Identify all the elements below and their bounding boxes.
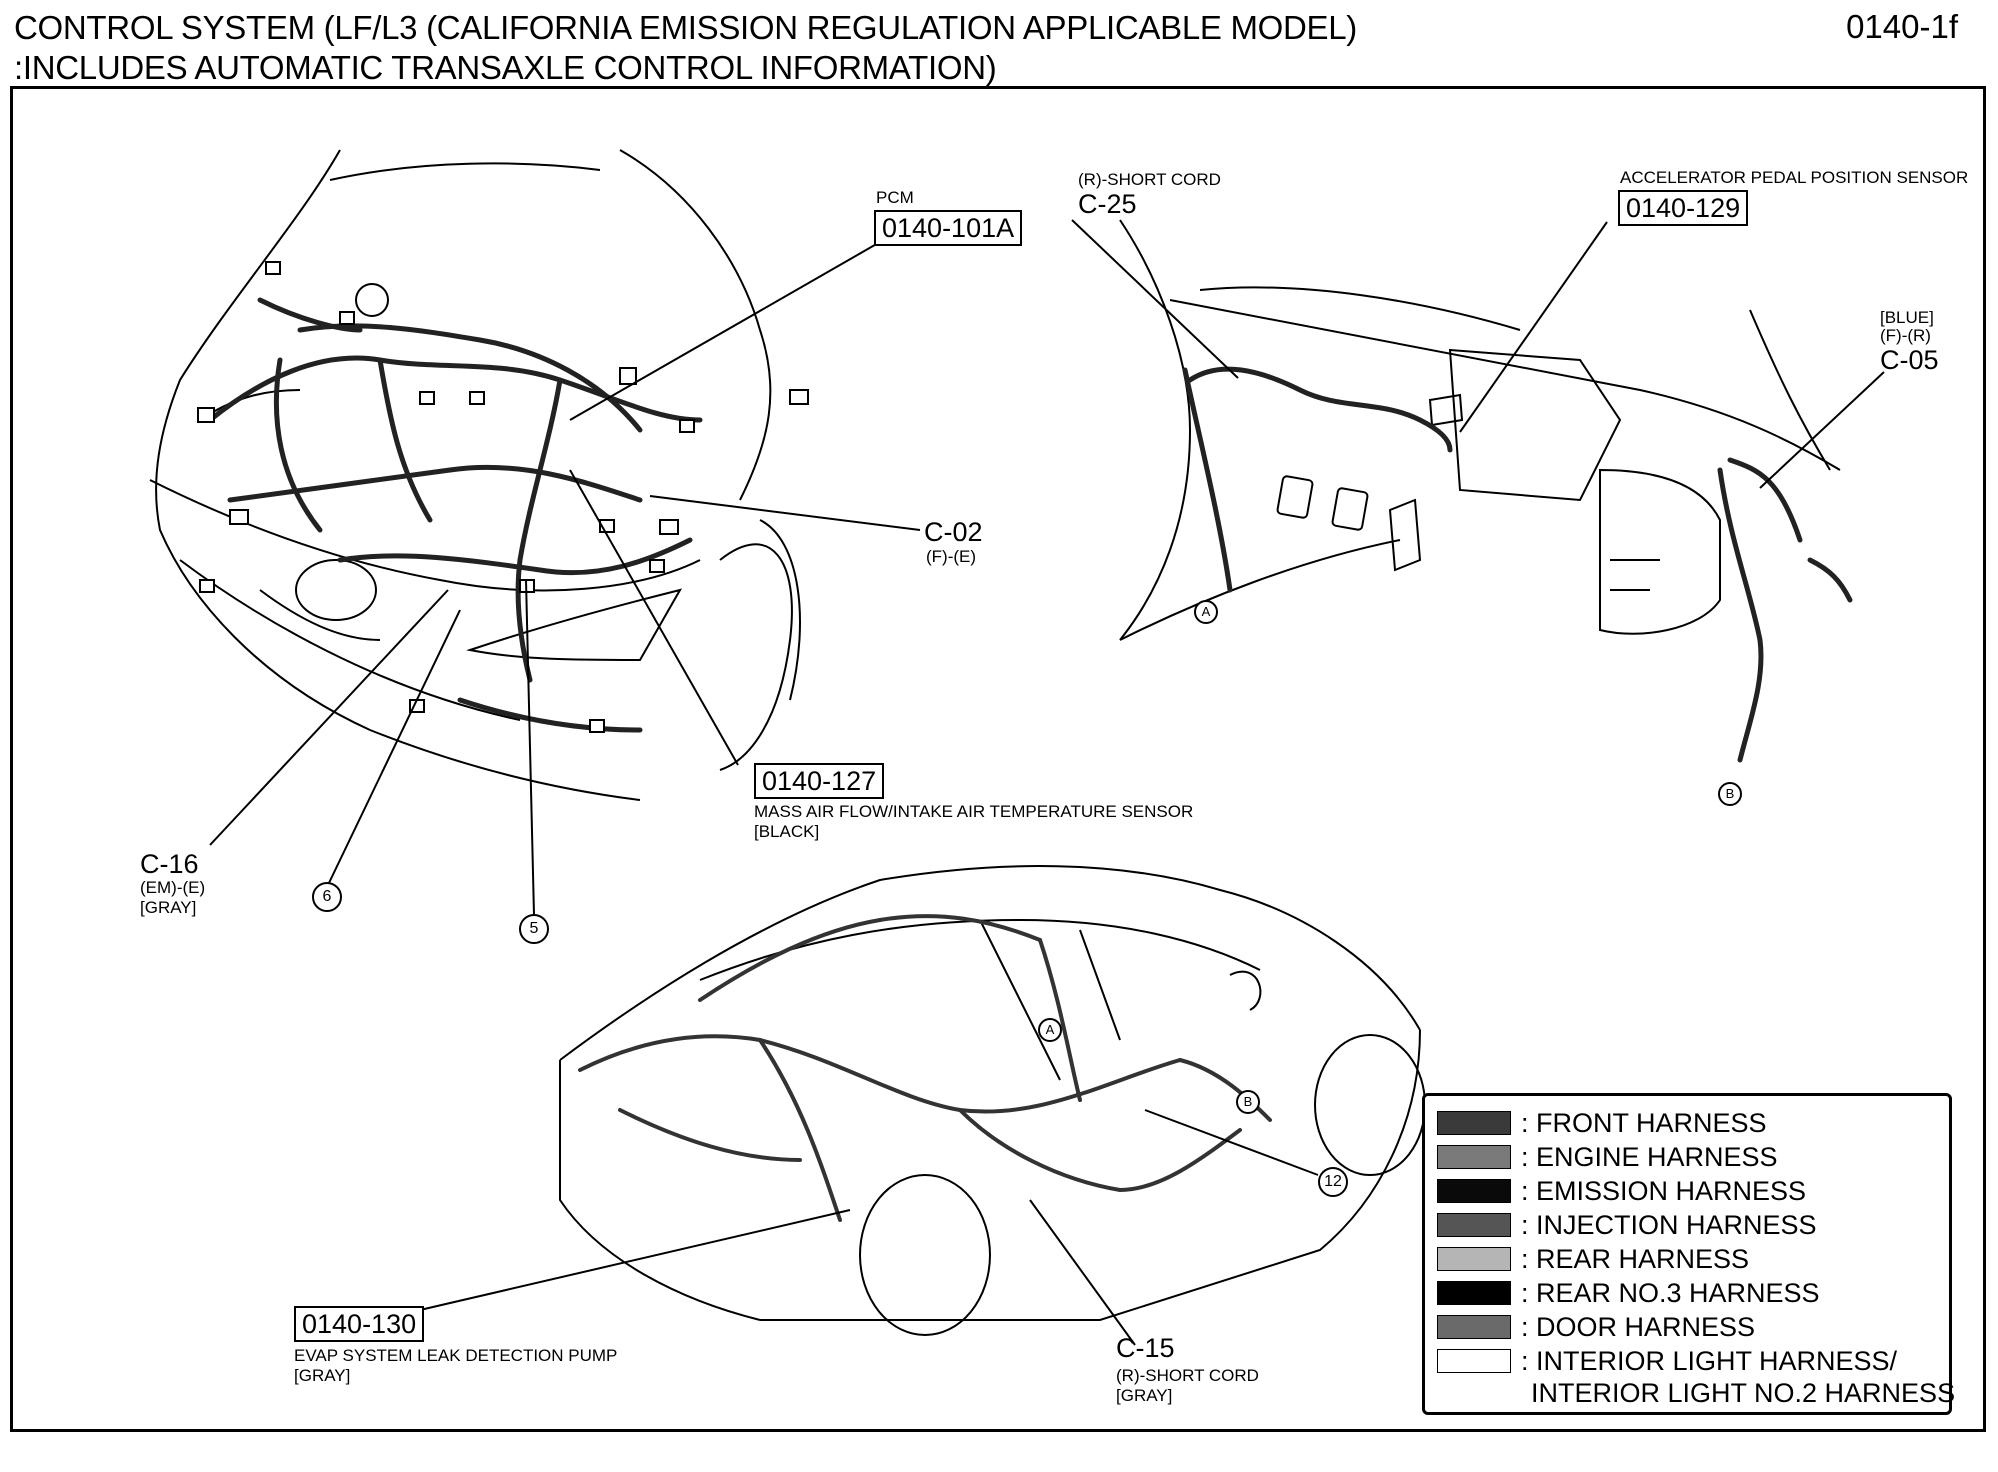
- evap-code-box: 0140-130: [294, 1306, 425, 1342]
- c16-color: [GRAY]: [140, 898, 197, 917]
- legend-label-emission: : EMISSION HARNESS: [1521, 1175, 1807, 1206]
- legend-swatch-door: [1437, 1314, 1511, 1339]
- c05-code: C-05: [1880, 345, 1939, 375]
- maf-color: [BLACK]: [754, 822, 820, 841]
- legend-swatch-rear-no3: [1437, 1280, 1511, 1305]
- legend-swatch-engine: [1437, 1144, 1511, 1169]
- evap-color: [GRAY]: [294, 1366, 351, 1385]
- legend-row-door: : DOOR HARNESS: [1437, 1310, 1756, 1342]
- c02-note: (F)-(E): [926, 547, 977, 566]
- engine-harness-connectors: [197, 261, 809, 733]
- diagram-frame: [10, 86, 1986, 1432]
- legend-swatch-emission: [1437, 1178, 1511, 1203]
- marker-a-pedal: A: [1194, 600, 1218, 624]
- maf-label: MASS AIR FLOW/INTAKE AIR TEMPERATURE SEN…: [754, 802, 1194, 821]
- pcm-label: PCM: [876, 188, 914, 207]
- c05-note: (F)-(R): [1880, 326, 1931, 345]
- legend-swatch-interior-light: [1437, 1348, 1511, 1373]
- legend-swatch-front: [1437, 1110, 1511, 1135]
- c16-code: C-16: [140, 849, 199, 879]
- pedal-area-view: [1119, 219, 1841, 641]
- marker-b-pedal: B: [1718, 782, 1742, 806]
- apps-label: ACCELERATOR PEDAL POSITION SENSOR: [1620, 168, 1969, 187]
- legend-row-rear-no3: : REAR NO.3 HARNESS: [1437, 1276, 1820, 1308]
- apps-code-box: 0140-129: [1618, 190, 1749, 226]
- c25-code: C-25: [1078, 189, 1137, 219]
- vehicle-view: [559, 865, 1426, 1336]
- c15-note: (R)-SHORT CORD: [1116, 1366, 1259, 1385]
- legend-row-interior-light: : INTERIOR LIGHT HARNESS/: [1437, 1344, 1898, 1376]
- legend-swatch-injection: [1437, 1212, 1511, 1237]
- c02-code: C-02: [924, 517, 983, 547]
- c25-note: (R)-SHORT CORD: [1078, 170, 1221, 189]
- engine-harness-bundle: [207, 297, 703, 733]
- leader-lines: [209, 219, 1885, 1346]
- legend-row-rear: : REAR HARNESS: [1437, 1242, 1750, 1274]
- vehicle-harness: [578, 914, 1272, 1222]
- harness-legend: : FRONT HARNESS : ENGINE HARNESS : EMISS…: [1422, 1093, 1956, 1415]
- marker-12: 12: [1318, 1167, 1348, 1197]
- legend-label-rear: : REAR HARNESS: [1521, 1243, 1750, 1274]
- marker-a-vehicle: A: [1038, 1018, 1062, 1042]
- c16-note: (EM)-(E): [140, 878, 206, 897]
- legend-label-door: : DOOR HARNESS: [1521, 1311, 1756, 1342]
- legend-row-emission: : EMISSION HARNESS: [1437, 1174, 1807, 1206]
- legend-swatch-rear: [1437, 1246, 1511, 1271]
- legend-label-interior-light: : INTERIOR LIGHT HARNESS/: [1521, 1345, 1898, 1376]
- pedal-area-harness: [1182, 366, 1853, 763]
- legend-row-front: : FRONT HARNESS: [1437, 1106, 1767, 1138]
- c05-color: [BLUE]: [1880, 308, 1934, 327]
- c15-color: [GRAY]: [1116, 1386, 1173, 1405]
- legend-label-rear-no3: : REAR NO.3 HARNESS: [1521, 1277, 1820, 1308]
- legend-label-front: : FRONT HARNESS: [1521, 1107, 1767, 1138]
- maf-code-box: 0140-127: [754, 763, 885, 799]
- c15-code: C-15: [1116, 1333, 1175, 1363]
- page-number: 0140-1f: [1846, 8, 1958, 45]
- legend-row-interior-light-no2: INTERIOR LIGHT NO.2 HARNESS: [1531, 1376, 1956, 1408]
- marker-5: 5: [519, 914, 549, 944]
- legend-row-engine: : ENGINE HARNESS: [1437, 1140, 1778, 1172]
- marker-b-vehicle: B: [1236, 1090, 1260, 1114]
- evap-label: EVAP SYSTEM LEAK DETECTION PUMP: [294, 1346, 618, 1365]
- legend-label-engine: : ENGINE HARNESS: [1521, 1141, 1778, 1172]
- title-line-1: CONTROL SYSTEM (LF/L3 (CALIFORNIA EMISSI…: [14, 9, 1357, 46]
- legend-label-interior-light-no2: INTERIOR LIGHT NO.2 HARNESS: [1531, 1377, 1956, 1408]
- marker-6: 6: [312, 882, 342, 912]
- legend-label-injection: : INJECTION HARNESS: [1521, 1209, 1817, 1240]
- legend-row-injection: : INJECTION HARNESS: [1437, 1208, 1817, 1240]
- title-line-2: :INCLUDES AUTOMATIC TRANSAXLE CONTROL IN…: [14, 49, 997, 86]
- pcm-code-box: 0140-101A: [874, 210, 1023, 246]
- page-title: CONTROL SYSTEM (LF/L3 (CALIFORNIA EMISSI…: [14, 8, 1357, 88]
